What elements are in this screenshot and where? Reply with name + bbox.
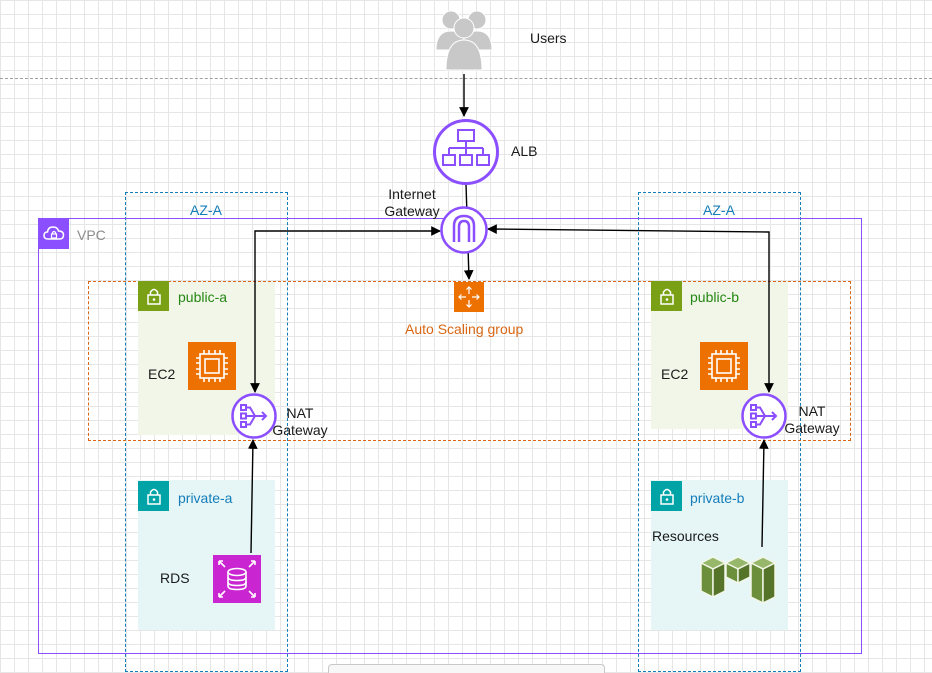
padlock-icon — [138, 481, 169, 511]
edge-igw-nat-a[interactable] — [250, 226, 441, 393]
nat-b-label-line1: NAT — [798, 403, 826, 419]
ec2-b-label: EC2 — [661, 366, 689, 382]
igw-label: Internet Gateway — [376, 186, 448, 220]
ec2-instance-icon[interactable] — [700, 342, 748, 390]
edge-resources-nat-b[interactable] — [758, 439, 769, 548]
users-label: Users — [530, 30, 567, 46]
nat-a-label-line1: NAT — [286, 405, 314, 421]
rds-label: RDS — [160, 570, 190, 586]
resources-label: Resources — [652, 528, 719, 544]
subnet-public-a-label: public-a — [178, 289, 228, 305]
auto-scaling-group-container[interactable] — [88, 281, 851, 441]
internet-gateway-icon[interactable] — [440, 206, 488, 254]
users-group-icon[interactable] — [432, 4, 496, 74]
nat-b-label-line2: Gateway — [784, 420, 840, 436]
igw-label-line1: Internet — [388, 186, 436, 202]
subnet-private-a-label: private-a — [178, 490, 233, 506]
page-tab-strip[interactable] — [328, 664, 605, 673]
auto-scaling-icon[interactable] — [454, 282, 484, 312]
load-balancer-icon[interactable] — [432, 118, 500, 186]
nat-a-label: NAT Gateway — [268, 405, 332, 439]
region-separator — [0, 78, 932, 79]
az-left-label: AZ-A — [190, 202, 222, 218]
nat-b-label: NAT Gateway — [780, 403, 844, 437]
vpc-label: VPC — [77, 227, 106, 243]
resources-cubes-icon[interactable] — [699, 553, 777, 607]
nat-gateway-icon[interactable] — [741, 393, 787, 439]
alb-label: ALB — [511, 143, 538, 159]
padlock-icon — [651, 481, 682, 511]
padlock-icon — [138, 281, 169, 311]
edge-rds-nat-a[interactable] — [247, 439, 258, 554]
asg-label: Auto Scaling group — [405, 321, 524, 337]
edge-igw-nat-b[interactable] — [487, 224, 774, 393]
rds-database-icon[interactable] — [213, 555, 261, 603]
ec2-a-label: EC2 — [148, 366, 176, 382]
nat-a-label-line2: Gateway — [272, 422, 328, 438]
vpc-cloud-icon — [39, 219, 69, 249]
ec2-instance-icon[interactable] — [188, 342, 236, 390]
nat-gateway-icon[interactable] — [231, 393, 277, 439]
igw-label-line2: Gateway — [384, 203, 440, 219]
subnet-private-b-label: private-b — [690, 490, 745, 506]
az-right-label: AZ-A — [703, 202, 735, 218]
